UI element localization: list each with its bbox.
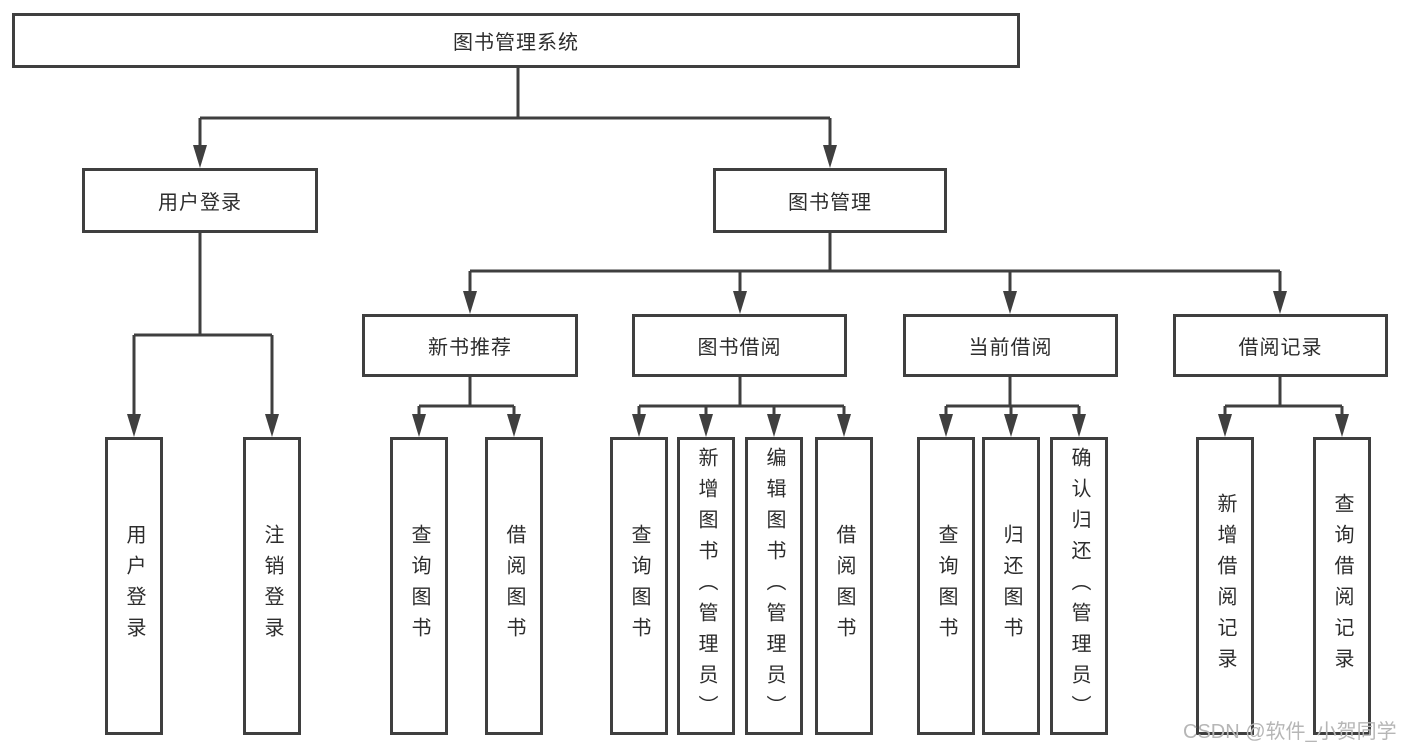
node-label: 用户登录 <box>158 192 242 214</box>
leaf-label: 新增借阅记录 <box>1214 493 1236 679</box>
node-new-book-recommend: 新书推荐 <box>362 314 578 377</box>
leaf-label: 查询图书 <box>408 524 430 648</box>
node-label: 新书推荐 <box>428 337 512 359</box>
leaf-label: 借阅图书 <box>833 524 855 648</box>
leaf-label: 归还图书 <box>1000 524 1022 648</box>
node-borrowing-records: 借阅记录 <box>1173 314 1388 377</box>
node-label: 借阅记录 <box>1238 337 1323 359</box>
node-label: 图书借阅 <box>697 337 782 359</box>
node-label: 图书管理系统 <box>453 32 579 54</box>
node-label: 图书管理 <box>788 192 872 214</box>
leaf-logout: 注销登录 <box>243 437 301 735</box>
leaf-label: 查询借阅记录 <box>1331 493 1353 679</box>
leaf-add-books-admin: 新增图书（管理员） <box>677 437 735 735</box>
leaf-label: 确认归还（管理员） <box>1068 446 1090 726</box>
leaf-borrow-books: 借阅图书 <box>815 437 873 735</box>
leaf-borrow-books-recommend: 借阅图书 <box>485 437 543 735</box>
leaf-label: 查询图书 <box>628 524 650 648</box>
leaf-label: 新增图书（管理员） <box>695 446 717 726</box>
leaf-query-borrow-record: 查询借阅记录 <box>1313 437 1371 735</box>
node-library-management-system: 图书管理系统 <box>12 13 1020 68</box>
leaf-label: 注销登录 <box>261 524 283 648</box>
leaf-label: 查询图书 <box>935 524 957 648</box>
leaf-add-borrow-record: 新增借阅记录 <box>1196 437 1254 735</box>
node-user-login: 用户登录 <box>82 168 318 233</box>
leaf-user-login: 用户登录 <box>105 437 163 735</box>
node-current-borrowing: 当前借阅 <box>903 314 1118 377</box>
csdn-watermark: CSDN @软件_小贺同学 <box>1183 721 1397 743</box>
leaf-query-books-current: 查询图书 <box>917 437 975 735</box>
node-book-borrowing: 图书借阅 <box>632 314 847 377</box>
leaf-query-books-recommend: 查询图书 <box>390 437 448 735</box>
leaf-label: 用户登录 <box>123 524 145 648</box>
leaf-confirm-return-admin: 确认归还（管理员） <box>1050 437 1108 735</box>
node-book-management: 图书管理 <box>713 168 947 233</box>
node-label: 当前借阅 <box>968 337 1053 359</box>
leaf-query-books-borrowing: 查询图书 <box>610 437 668 735</box>
leaf-label: 借阅图书 <box>503 524 525 648</box>
leaf-return-books: 归还图书 <box>982 437 1040 735</box>
leaf-edit-books-admin: 编辑图书（管理员） <box>745 437 803 735</box>
leaf-label: 编辑图书（管理员） <box>763 446 785 726</box>
